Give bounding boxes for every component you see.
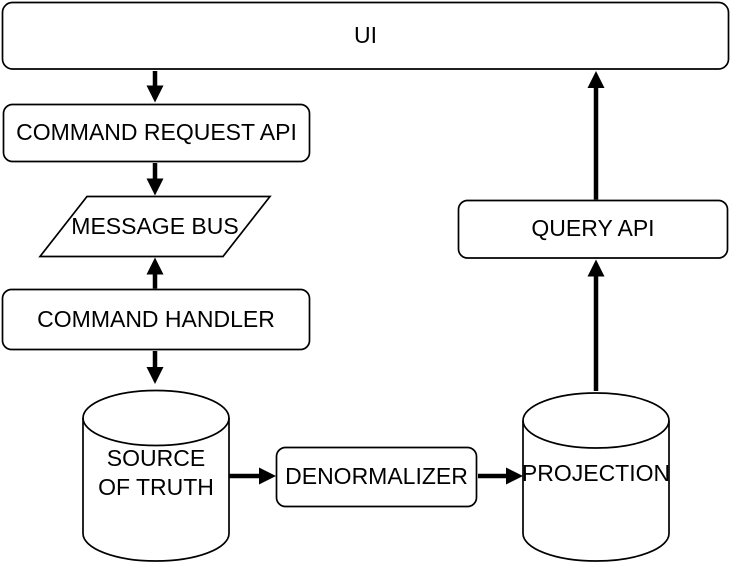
node-denormalizer-shape — [275, 446, 478, 508]
edge-denormalizer-to-projection — [478, 467, 523, 485]
edge-command-handler-to-message-bus — [146, 257, 164, 289]
edge-query-api-to-ui — [587, 71, 605, 200]
node-source-of-truth-shape — [82, 389, 230, 562]
node-command-request-api-shape — [2, 103, 311, 163]
node-ui-shape — [1, 1, 730, 70]
edge-projection-to-query-api — [587, 259, 605, 391]
edge-command-handler-to-source-of-truth — [146, 351, 164, 384]
node-projection-shape — [522, 392, 670, 562]
node-message-bus-shape — [38, 195, 272, 258]
node-query-api-shape — [457, 199, 729, 259]
node-projection-ellipse-arc — [522, 420, 670, 449]
node-source-of-truth-ellipse-arc — [82, 417, 230, 447]
edge-ui-to-command-request-api — [146, 71, 164, 103]
node-command-handler-shape — [1, 288, 311, 351]
edge-command-request-api-to-message-bus — [146, 163, 164, 196]
edge-source-of-truth-to-denormalizer — [229, 467, 276, 485]
